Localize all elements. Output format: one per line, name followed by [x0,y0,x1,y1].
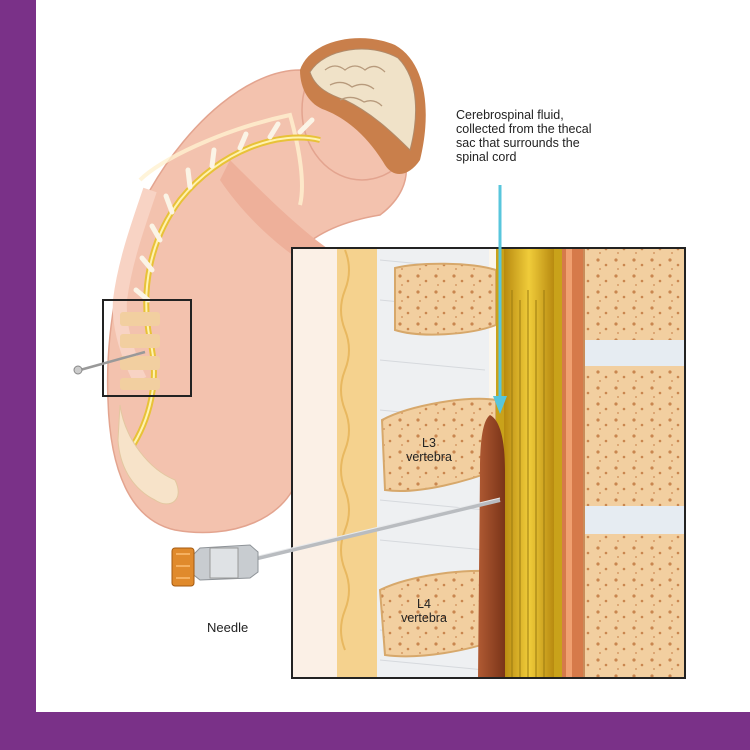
frame-bottom-border [0,712,750,750]
patient-figure [106,38,426,534]
lumbar-vertebrae-small [120,312,160,390]
csf-pointer-arrow [493,185,507,414]
l4-label-line2: vertebra [401,611,447,625]
enlarged-cross-section [291,247,686,679]
needle-label: Needle [207,620,249,635]
thecal-sac-csf [478,415,505,678]
l3-label-line2: vertebra [406,450,452,464]
inset-region-box [102,299,192,397]
csf-label-line2: collected from the thecal [456,122,592,136]
l4-vertebra-label: L4 vertebra [393,597,455,625]
csf-callout-label: Cerebrospinal fluid, collected from the … [456,108,656,164]
spinal-needle [171,497,501,587]
l3-vertebra-label: L3 vertebra [398,436,460,464]
frame-left-border [0,0,36,750]
csf-label-line4: spinal cord [456,150,517,164]
l4-label-line1: L4 [417,597,431,611]
csf-label-line3: sac that surrounds the [456,136,580,150]
csf-label-line1: Cerebrospinal fluid, [456,108,564,122]
l3-label-line1: L3 [422,436,436,450]
small-needle [79,350,146,372]
lumbar-puncture-diagram [73,38,686,679]
